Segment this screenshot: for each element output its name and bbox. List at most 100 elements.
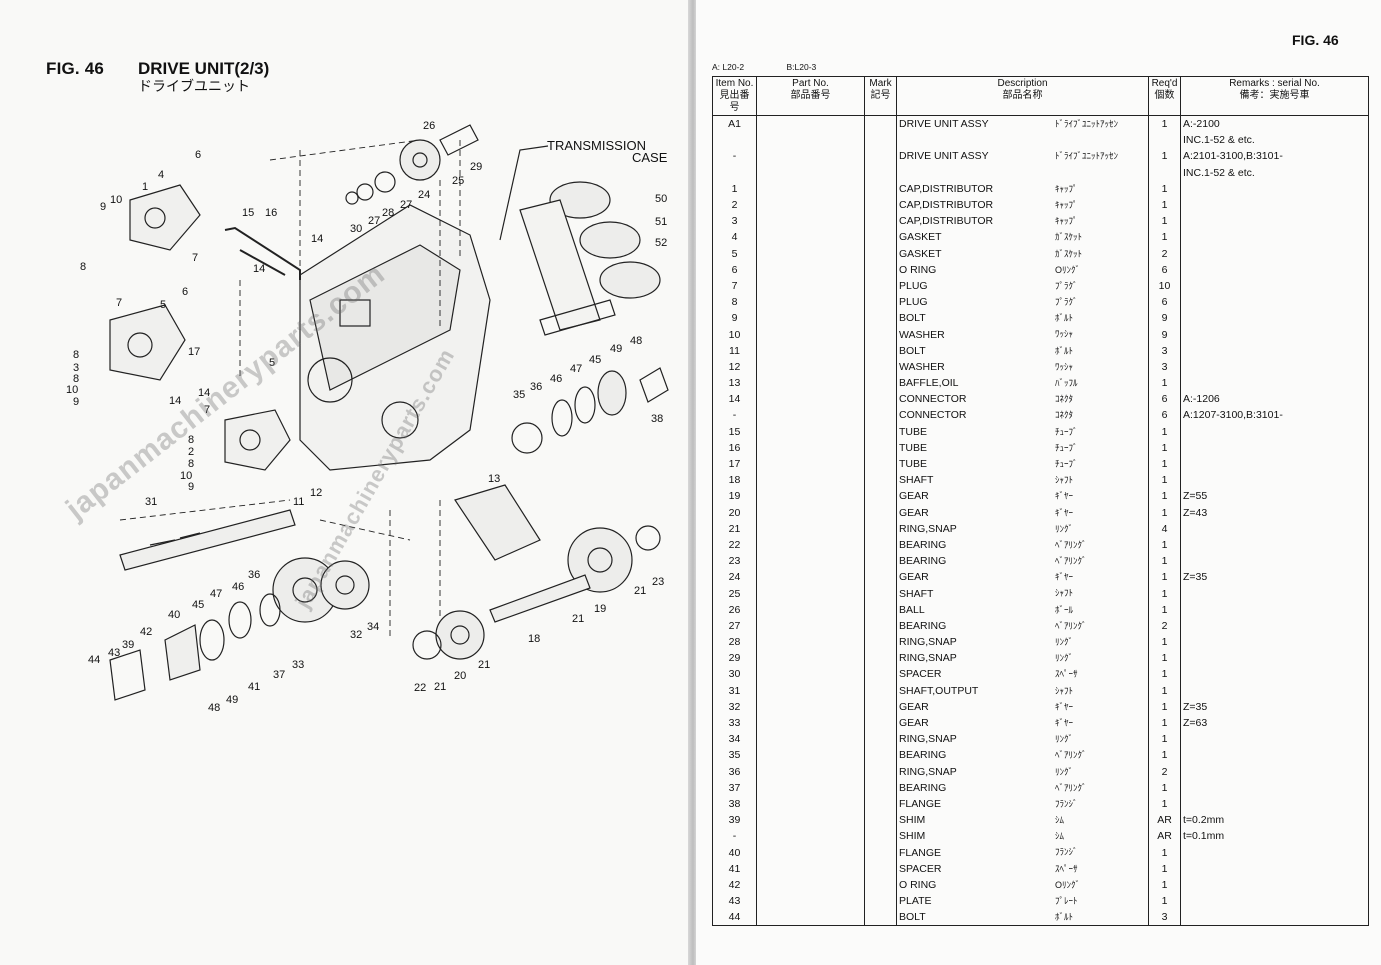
item-no-text: 19 [728,490,741,503]
remarks [1180,196,1369,214]
description-text: GEAR [899,571,929,584]
remarks [1180,779,1369,796]
part-no [756,601,865,618]
remarks: INC.1-52 & etc. [1180,132,1369,149]
mark [864,391,897,408]
description-jp: ﾎﾞﾙﾄ [1055,912,1074,923]
description-text: BOLT [899,344,926,357]
remarks [1180,617,1369,634]
part-ref-label: 13 [488,473,500,485]
part-ref-label: 24 [418,189,430,201]
figure-title-jp: ドライブユニット [138,78,250,94]
description-text: BOLT [899,911,926,924]
req-qty-text: 1 [1161,458,1168,471]
remarks: INC.1-52 & etc. [1180,164,1369,181]
description-text: RING,SNAP [899,522,957,535]
part-ref-label: 26 [423,120,435,132]
part-ref-label: 21 [478,659,490,671]
description-text: BALL [899,603,925,616]
part-ref-label: 8 [188,434,194,446]
description-text: TUBE [899,458,928,471]
mark [864,520,897,537]
part-no [756,342,865,359]
description-jp: ﾁｭｰﾌﾞ [1055,442,1078,453]
mark [864,423,897,440]
description-text: GEAR [899,717,929,730]
part-ref-label: 46 [232,581,244,593]
remarks [1180,180,1369,197]
description-text: SHAFT [899,587,934,600]
part-ref-label: 38 [651,413,663,425]
mark [864,828,897,845]
part-no [756,779,865,796]
description-jp: ｺﾈｸﾀ [1055,410,1074,421]
description-jp: ﾎﾞｰﾙ [1055,604,1074,615]
req-qty: 3 [1148,909,1181,927]
mark [864,812,897,829]
description-text: BEARING [899,781,947,794]
part-ref-label: 29 [470,161,482,173]
req-qty: 1 [1148,115,1181,133]
item-no: 20 [712,504,757,521]
remarks: Z=35 [1180,698,1369,715]
item-no: 17 [712,455,757,473]
remarks-text: t=0.2mm [1183,814,1225,827]
item-no-text: 41 [728,862,741,875]
description-jp: ﾌﾗﾝｼﾞ [1055,847,1078,858]
req-qty-text: 1 [1161,555,1168,568]
part-ref-label: 14 [169,395,181,407]
description [896,132,1149,149]
remarks [1180,731,1369,748]
left-page: FIG. 46 DRIVE UNIT(2/3) ドライブユニット [0,0,690,965]
part-no [756,164,865,181]
remarks [1180,634,1369,651]
item-no: 13 [712,375,757,392]
item-no-text: 16 [728,441,741,454]
req-qty-text: 1 [1161,377,1168,390]
description-jp: ｷｬｯﾌﾟ [1055,183,1078,194]
remarks [1180,650,1369,667]
item-no: 1 [712,180,757,197]
description-text: BEARING [899,538,947,551]
item-no: 42 [712,876,757,893]
part-no [756,876,865,893]
item-no: - [712,828,757,845]
item-no [712,132,757,149]
mark [864,698,897,715]
mark [864,617,897,634]
mark [864,860,897,877]
req-qty-text: 1 [1161,636,1168,649]
item-no: 22 [712,536,757,554]
part-no [756,455,865,473]
part-no [756,844,865,861]
req-qty: 1 [1148,779,1181,796]
remarks [1180,326,1369,343]
req-qty: 4 [1148,520,1181,537]
item-no: A1 [712,115,757,133]
description-text: BEARING [899,555,947,568]
part-no [756,115,865,133]
item-no-text: 17 [728,458,741,471]
part-ref-label: 7 [204,404,210,416]
req-qty: 1 [1148,569,1181,586]
item-no [712,164,757,181]
table-row: INC.1-52 & etc. [712,164,1369,181]
req-qty-text: 6 [1161,263,1168,276]
req-qty: 9 [1148,310,1181,327]
description: BOLT ﾎﾞﾙﾄ [896,909,1149,927]
